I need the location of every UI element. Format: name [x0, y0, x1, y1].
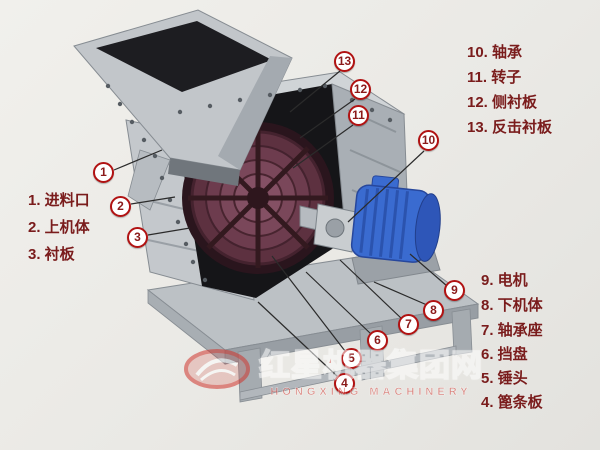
callout-2: 2 [110, 196, 131, 217]
callout-10: 10 [418, 130, 439, 151]
label-motor: 9. 电机 [481, 272, 528, 289]
label-hammer-head: 5. 锤头 [481, 370, 528, 387]
callout-9: 9 [444, 280, 465, 301]
label-grate-plate: 4. 篦条板 [481, 394, 543, 411]
callout-6: 6 [367, 330, 388, 351]
callout-4: 4 [334, 373, 355, 394]
label-bearing-seat: 7. 轴承座 [481, 322, 543, 339]
callout-5: 5 [341, 348, 362, 369]
callout-1: 1 [93, 162, 114, 183]
label-baffle-disc: 6. 挡盘 [481, 346, 528, 363]
label-liner-plate: 3. 衬板 [28, 246, 75, 263]
callout-13: 13 [334, 51, 355, 72]
label-impact-liner: 13. 反击衬板 [467, 119, 553, 136]
shaft-bearing [299, 203, 357, 253]
callout-12: 12 [350, 79, 371, 100]
callout-8: 8 [423, 300, 444, 321]
motor [350, 175, 441, 263]
callout-7: 7 [398, 314, 419, 335]
bolts [105, 83, 393, 283]
label-bearing: 10. 轴承 [467, 44, 523, 61]
hopper [73, 9, 293, 211]
label-upper-body: 2. 上机体 [28, 219, 90, 236]
callout-3: 3 [127, 227, 148, 248]
label-lower-body: 8. 下机体 [481, 297, 543, 314]
label-feed-inlet: 1. 进料口 [28, 192, 90, 209]
label-rotor: 11. 转子 [467, 69, 522, 86]
callout-11: 11 [348, 105, 369, 126]
leader-lines [113, 70, 448, 378]
label-side-liner: 12. 侧衬板 [467, 94, 538, 111]
